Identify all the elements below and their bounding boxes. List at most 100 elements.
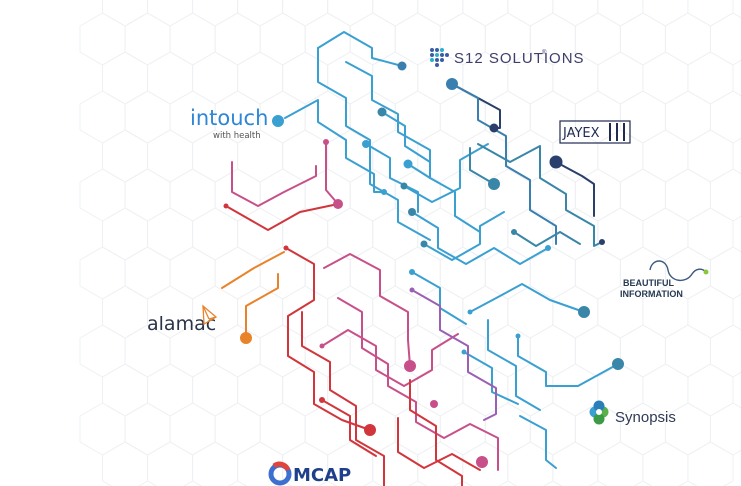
hex-grid-line	[620, 12, 644, 27]
beautiful-information-line2: INFORMATION	[620, 289, 683, 299]
hex-grid-line	[575, 441, 599, 456]
hex-grid-line	[102, 168, 126, 183]
circuit-line	[451, 83, 557, 245]
circuit-line	[325, 141, 339, 205]
hex-grid-line	[327, 285, 351, 300]
hex-grid-line	[372, 480, 383, 486]
hex-grid-line	[214, 441, 238, 456]
hex-grid-line	[327, 168, 351, 183]
circuit-line	[301, 311, 385, 486]
hex-grid-line	[372, 285, 396, 300]
hex-grid-line	[124, 90, 148, 105]
s12-solutions-logo: S12 SOLUTIONS ®	[430, 48, 584, 67]
circuit-line	[225, 203, 339, 231]
hex-grid-line	[710, 246, 734, 261]
hex-grid-line	[363, 480, 373, 486]
hex-grid-line	[687, 129, 711, 144]
hex-grid-line	[124, 207, 148, 222]
hex-grid-line	[237, 207, 261, 222]
hex-grid-line	[597, 51, 621, 66]
hex-grid-line	[214, 90, 238, 105]
hex-grid-line	[79, 285, 103, 300]
hex-grid-line	[687, 441, 711, 456]
hex-grid-line	[485, 90, 509, 105]
hex-grid-line	[710, 51, 734, 66]
hex-grid-line	[147, 207, 171, 222]
circuit-line	[487, 319, 541, 411]
hex-grid-line	[665, 324, 689, 339]
circuit-node	[272, 115, 284, 127]
hex-grid-line	[575, 90, 599, 105]
hex-grid-line	[259, 129, 283, 144]
hex-grid-line	[237, 129, 261, 144]
hex-grid-line	[597, 285, 621, 300]
hex-grid-line	[440, 402, 464, 417]
hex-grid-line	[417, 363, 441, 378]
hex-grid-line	[665, 168, 689, 183]
hex-grid-line	[147, 402, 171, 417]
hex-grid-line	[304, 402, 328, 417]
hex-grid-line	[227, 480, 238, 486]
hex-grid-line	[665, 402, 689, 417]
hex-grid-line	[394, 285, 418, 300]
hex-grid-line	[349, 363, 373, 378]
circuit-line	[323, 253, 411, 367]
circuit-node	[420, 240, 428, 248]
circuit-node	[599, 239, 605, 245]
hex-grid-line	[462, 90, 486, 105]
circuit-line	[463, 351, 519, 405]
hex-grid-line	[507, 129, 531, 144]
hex-grid-line	[282, 168, 306, 183]
hex-grid-line	[462, 207, 486, 222]
hex-grid-line	[282, 90, 306, 105]
hex-grid-line	[372, 363, 396, 378]
hex-grid-line	[723, 480, 734, 486]
hex-grid-line	[633, 480, 644, 486]
hex-grid-line	[102, 441, 126, 456]
hex-grid-line	[327, 207, 351, 222]
hex-grid-line	[182, 480, 193, 486]
hex-grid-line	[665, 246, 689, 261]
hex-grid-line	[507, 363, 531, 378]
circuit-node	[400, 182, 408, 190]
hex-grid-line	[710, 168, 734, 183]
hex-grid-line	[102, 129, 126, 144]
hex-grid-line	[687, 246, 711, 261]
hex-grid-line	[147, 12, 171, 27]
hex-grid-line	[349, 402, 373, 417]
hex-grid-line	[304, 12, 328, 27]
circuit-line	[337, 297, 499, 471]
hex-grid-line	[665, 207, 689, 222]
hex-grid-line	[372, 129, 396, 144]
hex-grid-line	[552, 363, 576, 378]
hex-grid-line	[237, 246, 261, 261]
hex-grid-line	[124, 168, 148, 183]
hex-grid-line	[169, 90, 193, 105]
hex-grid-line	[552, 246, 576, 261]
circuit-node	[403, 159, 413, 169]
hex-grid-line	[530, 51, 554, 66]
hex-grid-line	[552, 168, 576, 183]
hex-grid-line	[620, 324, 644, 339]
hex-grid-line	[192, 363, 216, 378]
hex-grid-line	[597, 207, 621, 222]
circuit-line	[231, 161, 317, 207]
circuit-node	[319, 343, 325, 349]
hex-grid-line	[394, 324, 418, 339]
hex-grid-line	[462, 51, 486, 66]
hex-grid-line	[552, 51, 576, 66]
circuit-node	[408, 208, 416, 216]
hex-grid-line	[147, 129, 171, 144]
circuit-line	[321, 399, 377, 457]
hex-grid-line	[620, 51, 644, 66]
hex-grid-line	[552, 285, 576, 300]
jayex-logo: JAYEX	[559, 120, 631, 144]
hex-grid-line	[79, 90, 103, 105]
hex-grid-line	[687, 285, 711, 300]
hex-grid-line	[710, 402, 734, 417]
hex-grid-line	[665, 441, 689, 456]
hex-grid-line	[304, 51, 328, 66]
hex-grid-line	[147, 480, 158, 486]
hex-grid-line	[462, 402, 486, 417]
hex-grid-line	[440, 363, 464, 378]
